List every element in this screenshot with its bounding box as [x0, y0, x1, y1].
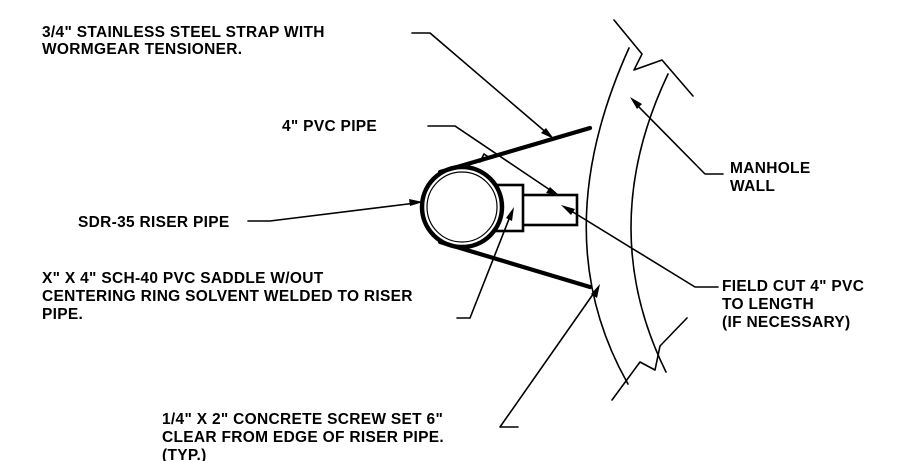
screw-label-line1: 1/4" X 2" CONCRETE SCREW SET 6"	[162, 411, 443, 428]
strap-leader-arrow	[541, 128, 554, 139]
callout-labels: 3/4" STAINLESS STEEL STRAP WITH WORMGEAR…	[42, 24, 864, 461]
field-cut-label-line1: FIELD CUT 4" PVC	[722, 278, 864, 295]
strap-lower-segment	[437, 239, 593, 290]
riser-pipe	[419, 164, 505, 250]
manhole-wall-leader	[633, 101, 724, 175]
screw-label-line2: CLEAR FROM EDGE OF RISER PIPE.	[162, 429, 444, 446]
field-cut-leader-arrow	[561, 205, 575, 215]
wormgear-tensioner	[479, 153, 491, 163]
saddle-label-line1: X" X 4" SCH-40 PVC SADDLE W/OUT	[42, 270, 324, 287]
manhole-wall-top-break	[613, 19, 694, 97]
leaders	[247, 32, 724, 428]
riser-leader	[247, 202, 417, 222]
screw-leader-arrow	[591, 284, 600, 298]
strap-label-line1: 3/4" STAINLESS STEEL STRAP WITH	[42, 24, 325, 41]
manhole-wall-outer-arc	[585, 47, 630, 385]
pvc-pipe-leader-arrow	[546, 187, 560, 196]
stainless-steel-strap	[437, 125, 593, 290]
field-cut-label-line2: TO LENGTH	[722, 296, 814, 313]
pvc-pipe-leader	[427, 125, 554, 193]
riser-pipe-inner	[426, 171, 498, 243]
manhole-wall-inner-arc	[630, 73, 669, 373]
manhole-wall-bottom-break	[611, 317, 688, 401]
manhole-label-line2: WALL	[730, 178, 775, 195]
riser-label: SDR-35 RISER PIPE	[78, 214, 230, 231]
strap-label-line2: WORMGEAR TENSIONER.	[42, 41, 242, 58]
riser-leader-arrow	[409, 199, 423, 206]
manhole-label-line1: MANHOLE	[730, 160, 810, 177]
saddle-leader	[456, 213, 512, 319]
field-cut-label-line3: (IF NECESSARY)	[722, 314, 851, 331]
manhole-wall-leader-arrow	[630, 97, 642, 109]
strap-upper-segment	[437, 125, 593, 175]
saddle-label-line2: CENTERING RING SOLVENT WELDED TO RISER	[42, 288, 413, 305]
saddle-label-line3: PIPE.	[42, 306, 83, 323]
strap-leader	[411, 32, 549, 135]
screw-leader	[499, 289, 597, 428]
pvc-pipe-label: 4" PVC PIPE	[282, 118, 377, 135]
saddle-leader-arrow	[506, 207, 514, 221]
screw-label-line3: (TYP.)	[162, 447, 207, 461]
manhole-wall	[585, 19, 694, 401]
field-cut-leader	[567, 208, 719, 288]
